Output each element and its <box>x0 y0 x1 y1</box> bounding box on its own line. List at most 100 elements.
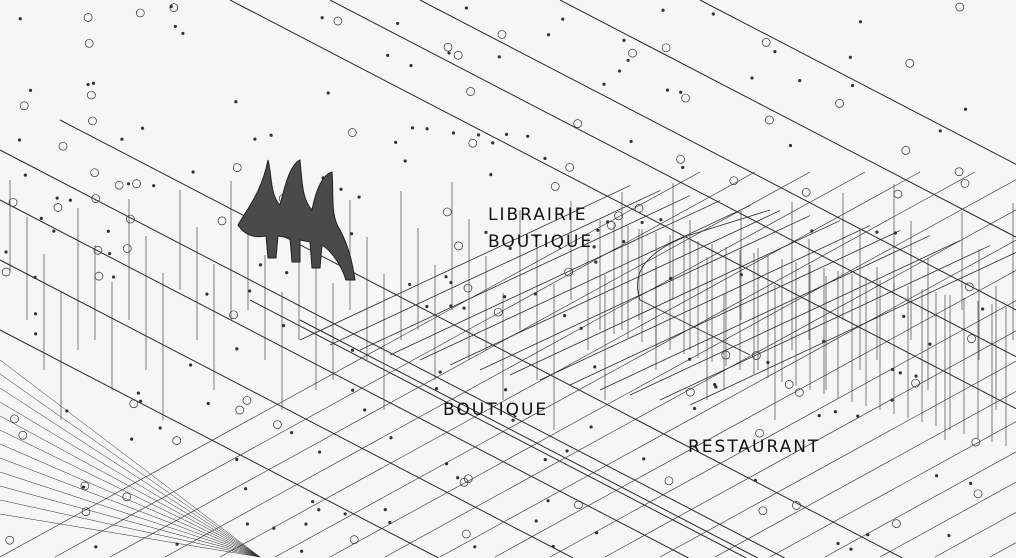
table <box>607 220 616 230</box>
person-figure <box>669 276 673 280</box>
table <box>960 179 970 188</box>
person-figure <box>622 38 626 42</box>
person-figure <box>138 399 143 403</box>
structure-line <box>934 512 1016 558</box>
person-figure <box>563 314 567 318</box>
table <box>83 13 93 22</box>
person-figure <box>444 275 448 279</box>
person-figure <box>898 371 902 375</box>
person-figure <box>938 129 942 133</box>
structure-line <box>0 259 574 558</box>
structure-line <box>0 513 261 558</box>
person-figure <box>788 143 793 148</box>
structure-line <box>419 0 1016 311</box>
table <box>729 176 739 186</box>
structure-line <box>359 195 691 351</box>
person-figure <box>561 17 565 21</box>
person-figure <box>753 478 758 482</box>
person-figure <box>617 69 622 73</box>
table <box>955 2 965 12</box>
table <box>497 30 507 39</box>
person-figure <box>65 409 69 413</box>
label-restaurant: RESTAURANT <box>688 437 821 457</box>
table <box>463 474 473 484</box>
person-figure <box>349 232 354 236</box>
structure-line <box>769 421 1016 558</box>
table <box>792 501 801 510</box>
structure-line <box>274 171 976 558</box>
table <box>565 162 575 172</box>
structure-line <box>0 387 261 558</box>
structure-line <box>0 429 261 558</box>
table <box>88 116 97 126</box>
person-figure <box>33 275 37 279</box>
structure-line <box>0 171 701 558</box>
table <box>661 43 671 53</box>
structure-line <box>109 171 811 558</box>
structure-line <box>879 481 1016 558</box>
person-figure <box>383 508 387 512</box>
person-figure <box>444 462 449 466</box>
structure-line <box>329 179 1016 558</box>
person-figure <box>711 12 715 16</box>
table <box>348 128 357 137</box>
structure-line <box>0 401 261 558</box>
table <box>765 115 774 125</box>
person-figure <box>596 228 600 232</box>
table <box>911 378 920 388</box>
person-figure <box>504 132 509 136</box>
table <box>835 99 844 108</box>
table <box>758 506 768 516</box>
person-figure <box>389 436 393 440</box>
person-figure <box>363 408 367 412</box>
structure-line <box>659 360 1016 558</box>
person-figure <box>394 140 398 144</box>
table <box>685 387 695 397</box>
table <box>114 180 124 190</box>
person-figure <box>396 21 400 26</box>
person-figure <box>357 195 361 199</box>
table <box>967 334 976 343</box>
structure-line <box>494 270 1016 558</box>
table <box>5 535 15 545</box>
person-figure <box>661 8 665 12</box>
person-figure <box>91 81 96 85</box>
person-figure <box>665 88 670 92</box>
person-figure <box>94 545 98 549</box>
person-figure <box>766 360 770 365</box>
person-figure <box>152 184 156 188</box>
person-figure <box>866 533 870 537</box>
structure-line <box>0 443 261 558</box>
person-figure <box>33 312 38 316</box>
structure-line <box>419 205 751 361</box>
person-figure <box>503 295 507 299</box>
person-figure <box>318 450 322 454</box>
structure-line <box>329 190 661 346</box>
person-figure <box>4 250 8 254</box>
table <box>761 38 771 47</box>
table <box>574 500 583 510</box>
structure-line <box>539 225 871 381</box>
structure-line <box>329 0 1016 358</box>
person-figure <box>55 196 59 200</box>
table <box>964 282 974 292</box>
person-figure <box>39 216 43 220</box>
structure-line <box>0 329 439 558</box>
structure-line <box>59 119 903 558</box>
person-figure <box>773 50 777 54</box>
person-figure <box>206 401 210 406</box>
person-figure <box>622 239 626 244</box>
structure-line <box>699 0 1016 165</box>
table <box>443 42 453 52</box>
person-figure <box>546 499 550 503</box>
person-figure <box>339 187 343 191</box>
table <box>135 8 145 18</box>
table <box>752 351 761 360</box>
person-figure <box>947 533 951 538</box>
person-figure <box>108 251 112 256</box>
structure-line <box>604 330 1016 558</box>
person-figure <box>890 367 895 372</box>
table <box>91 194 101 203</box>
person-figure <box>28 88 33 92</box>
person-figure <box>642 457 646 461</box>
